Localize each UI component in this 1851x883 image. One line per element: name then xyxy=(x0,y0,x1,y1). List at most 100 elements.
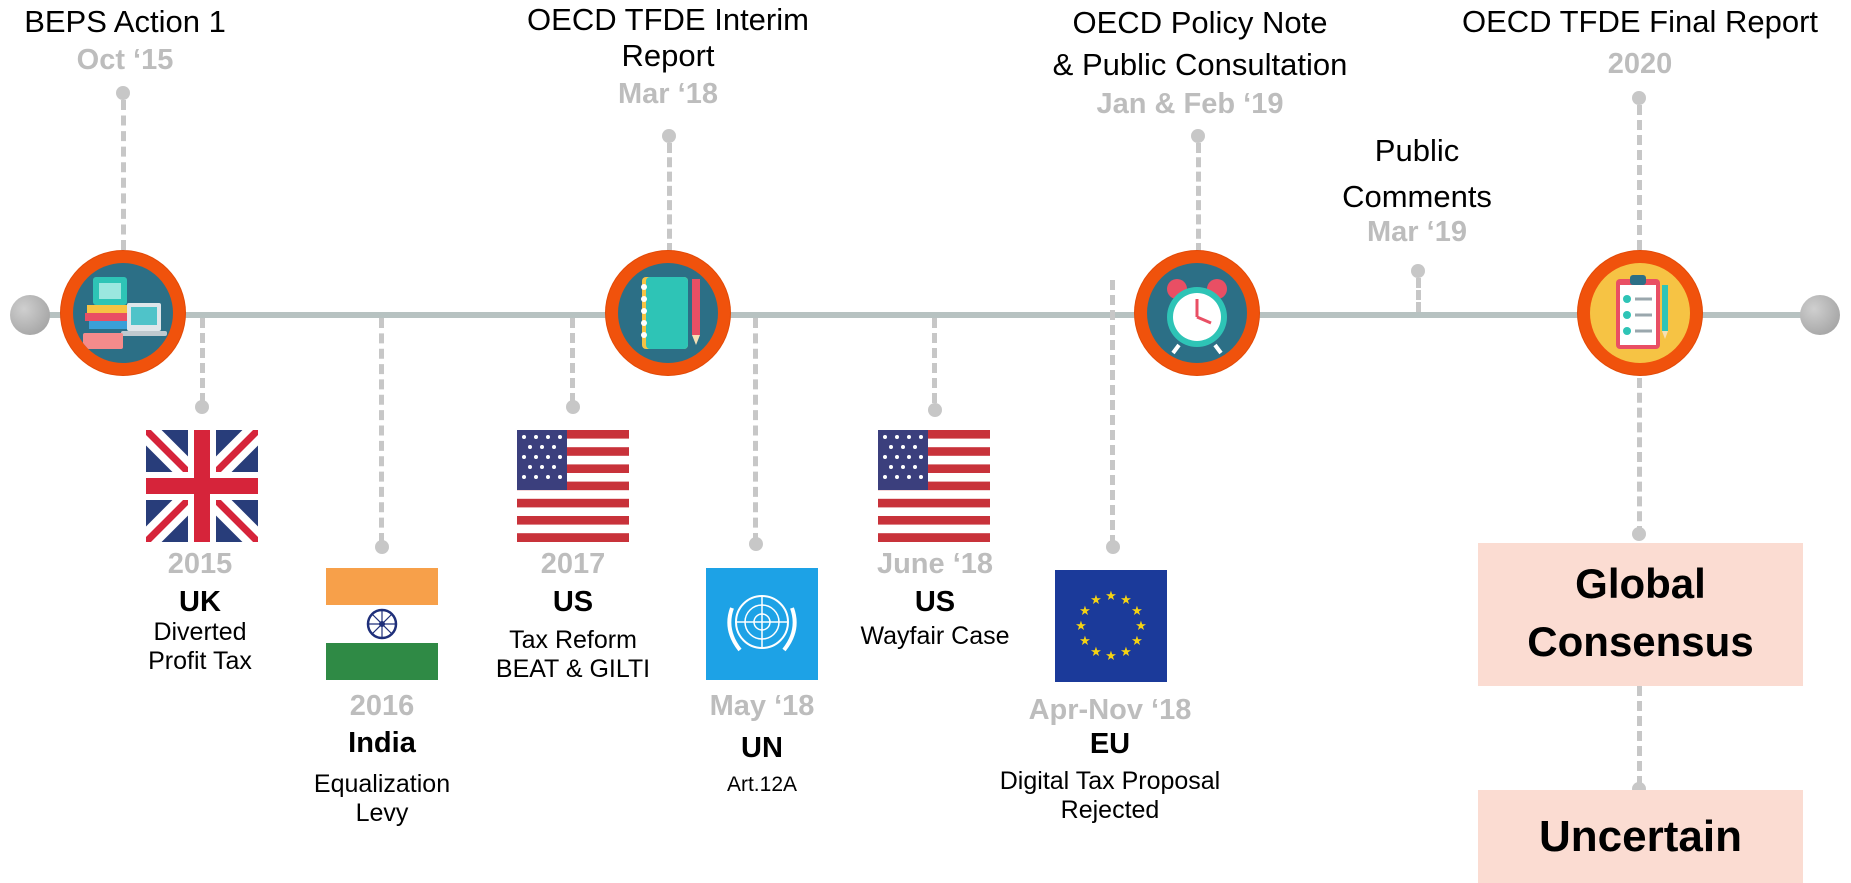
connector-dot xyxy=(566,400,580,414)
title-line: Comments xyxy=(1342,179,1492,214)
desc-line: Rejected xyxy=(1060,796,1160,824)
event-uk-country: UK xyxy=(179,586,221,618)
milestone-final xyxy=(1578,251,1702,375)
connector-line xyxy=(1416,278,1421,312)
outcome-line: Global xyxy=(1575,560,1706,607)
connector-line xyxy=(667,143,672,253)
event-us2018-date: June ‘18 xyxy=(876,548,994,580)
timeline-axis xyxy=(30,312,1822,318)
svg-text:★: ★ xyxy=(1135,619,1147,634)
milestone-beps xyxy=(61,251,185,375)
connector-line xyxy=(570,318,575,403)
connector-line xyxy=(753,318,758,543)
svg-text:★: ★ xyxy=(1105,649,1117,664)
title-line: & Public Consultation xyxy=(1052,47,1348,82)
us-flag-icon xyxy=(517,430,629,542)
connector-line xyxy=(200,318,205,403)
event-un-country: UN xyxy=(741,732,783,764)
event-beps-date: Oct ‘15 xyxy=(76,44,174,76)
svg-text:★: ★ xyxy=(1105,589,1117,604)
us-flag-icon xyxy=(878,430,990,542)
desc-line: Digital Tax Proposal xyxy=(999,767,1221,795)
desc-line: Levy xyxy=(355,799,409,827)
event-un-desc: Art.12A xyxy=(662,770,862,799)
svg-text:★: ★ xyxy=(1090,593,1102,608)
event-us2017-country: US xyxy=(552,586,594,618)
event-eu-desc: Digital Tax Proposal Rejected xyxy=(960,767,1260,825)
svg-text:★: ★ xyxy=(1120,645,1132,660)
outcome-line: Consensus xyxy=(1527,618,1754,665)
title-line: OECD TFDE Interim xyxy=(527,2,809,37)
desc-line: Tax Reform xyxy=(509,626,637,654)
clipboard-checklist-icon xyxy=(1590,263,1690,363)
outcome-global-consensus: Global Consensus xyxy=(1478,543,1803,686)
svg-text:★: ★ xyxy=(1090,645,1102,660)
un-flag-icon xyxy=(706,568,818,680)
svg-text:★: ★ xyxy=(1079,604,1091,619)
outcome-uncertain: Uncertain xyxy=(1478,790,1803,883)
connector-dot xyxy=(1191,129,1205,143)
connector-dot xyxy=(928,403,942,417)
event-uk-date: 2015 xyxy=(167,548,233,580)
connector-line xyxy=(1637,378,1642,536)
connector-dot xyxy=(195,400,209,414)
milestone-interim xyxy=(606,251,730,375)
event-comments-title: Public Comments xyxy=(1317,128,1517,220)
event-policy-date: Jan & Feb ‘19 xyxy=(1096,88,1284,120)
connector-dot xyxy=(1106,540,1120,554)
event-final-date: 2020 xyxy=(1607,48,1673,80)
event-policy-title: OECD Policy Note & Public Consultation xyxy=(1000,2,1400,86)
connector-line xyxy=(1637,105,1642,250)
event-eu-date: Apr-Nov ‘18 xyxy=(1028,694,1192,726)
connector-dot xyxy=(1632,527,1646,541)
event-interim-title: OECD TFDE Interim Report xyxy=(468,2,868,74)
title-line: Public xyxy=(1374,133,1460,168)
svg-text:★: ★ xyxy=(1075,619,1087,634)
event-interim-date: Mar ‘18 xyxy=(618,78,718,110)
desc-line: Art.12A xyxy=(726,773,798,796)
event-india-desc: Equalization Levy xyxy=(282,770,482,828)
connector-dot xyxy=(1411,264,1425,278)
title-line: Report xyxy=(621,38,715,73)
timeline-end-cap xyxy=(1800,295,1840,335)
timeline-start-cap xyxy=(10,295,50,335)
connector-line xyxy=(1110,280,1115,545)
eu-flag-icon: ★★★ ★★★ ★★★ ★★★ xyxy=(1055,570,1167,682)
uk-flag-icon xyxy=(146,430,258,542)
connector-line xyxy=(1637,686,1642,786)
event-uk-desc: Diverted Profit Tax xyxy=(100,618,300,676)
desc-line: BEAT & GILTI xyxy=(495,655,651,683)
event-india-date: 2016 xyxy=(349,690,415,722)
connector-line xyxy=(379,318,384,543)
connector-dot xyxy=(375,540,389,554)
event-beps-title: BEPS Action 1 xyxy=(24,4,226,39)
connector-line xyxy=(932,318,937,403)
india-flag-icon xyxy=(326,568,438,680)
desc-line: Profit Tax xyxy=(148,647,252,675)
laptop-books-icon xyxy=(73,263,173,363)
event-comments-date: Mar ‘19 xyxy=(1367,216,1467,248)
svg-text:★: ★ xyxy=(1079,634,1091,649)
connector-dot xyxy=(116,86,130,100)
milestone-policy xyxy=(1135,251,1259,375)
notebook-icon xyxy=(618,263,718,363)
event-us2018-desc: Wayfair Case xyxy=(810,622,1060,651)
event-us2017-date: 2017 xyxy=(540,548,606,580)
event-india-country: India xyxy=(348,727,416,759)
connector-line xyxy=(121,100,126,250)
desc-line: Diverted xyxy=(153,618,247,646)
event-us2018-country: US xyxy=(914,586,956,618)
connector-dot xyxy=(1632,91,1646,105)
svg-text:★: ★ xyxy=(1120,593,1132,608)
event-us2017-desc: Tax Reform BEAT & GILTI xyxy=(448,626,698,684)
event-final-title: OECD TFDE Final Report xyxy=(1461,4,1818,39)
title-line: OECD Policy Note xyxy=(1072,5,1328,40)
event-un-date: May ‘18 xyxy=(709,690,815,722)
connector-line xyxy=(1196,143,1201,253)
svg-text:★: ★ xyxy=(1131,634,1143,649)
connector-dot xyxy=(662,129,676,143)
alarm-clock-icon xyxy=(1147,263,1247,363)
desc-line: Wayfair Case xyxy=(860,622,1010,650)
connector-dot xyxy=(749,537,763,551)
event-eu-country: EU xyxy=(1089,728,1131,760)
